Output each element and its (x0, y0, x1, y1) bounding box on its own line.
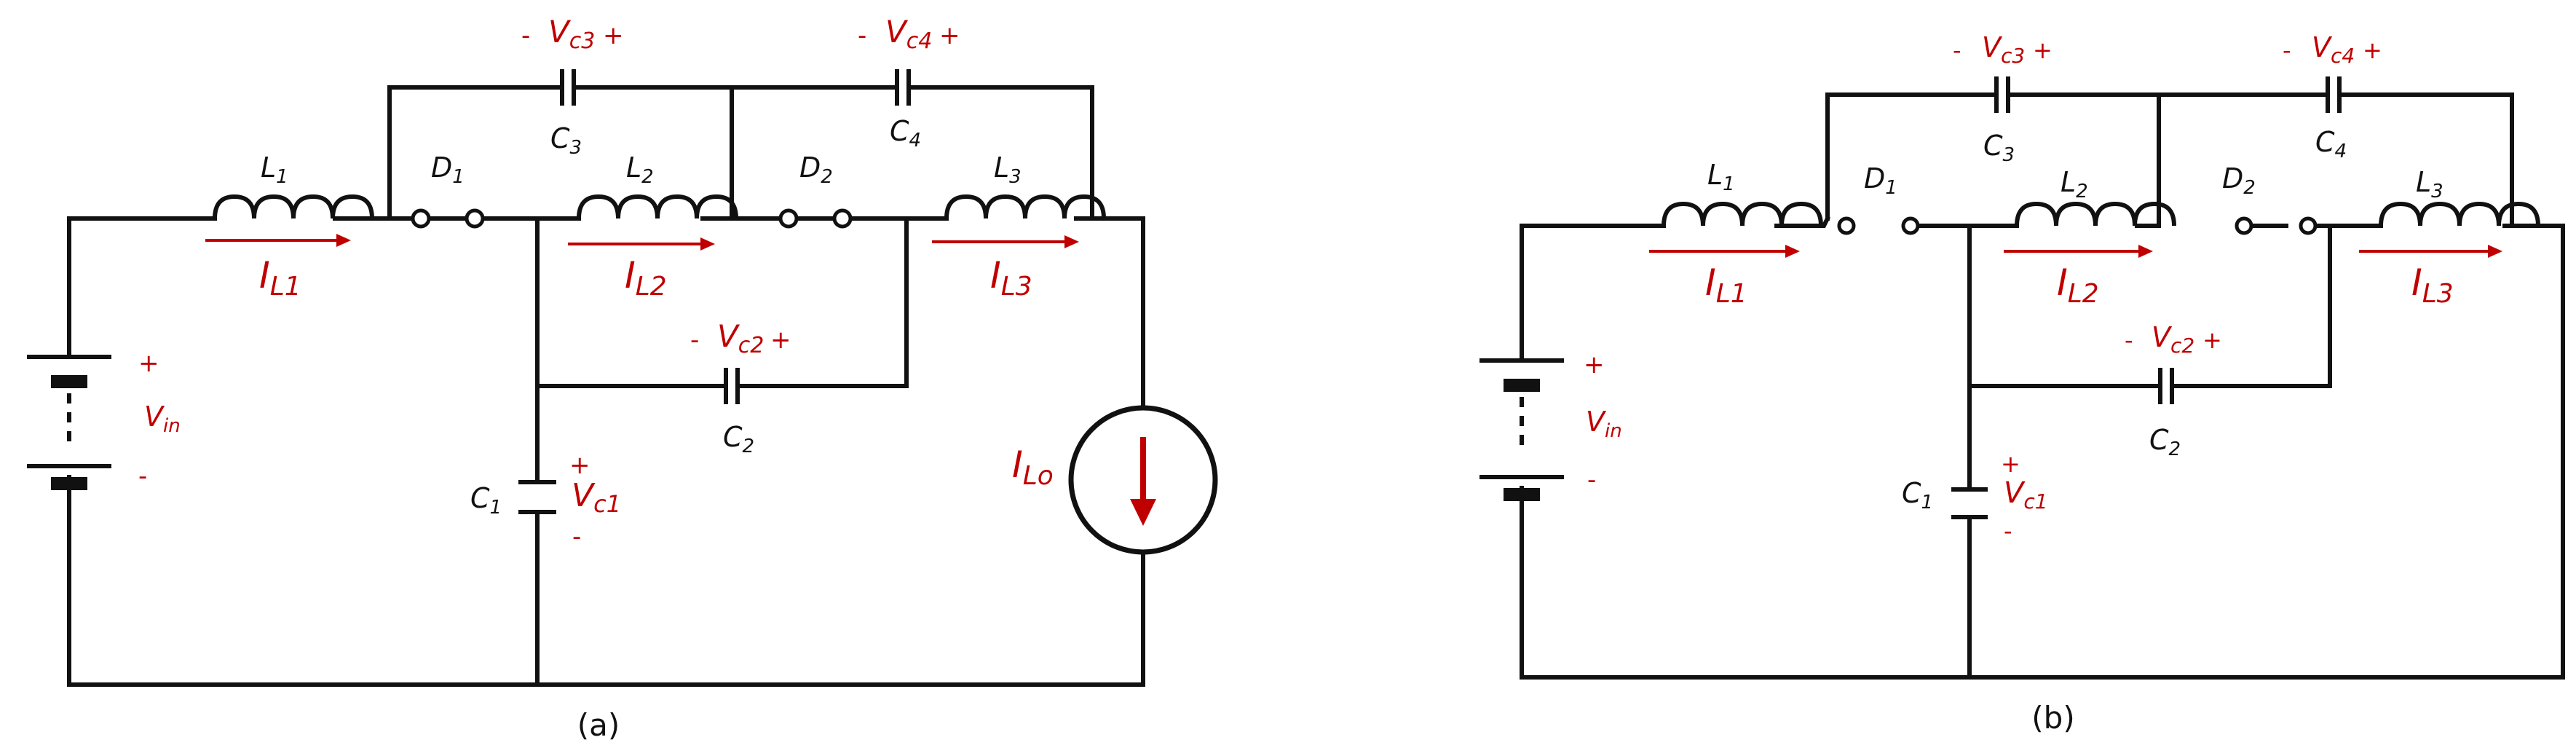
panel-a-vc4-minus: - (858, 21, 866, 50)
panel-a-label-c2: C2 (723, 421, 754, 457)
panel-a-label-vc1: Vc1 (572, 477, 621, 518)
panel-a-label-l1: L1 (261, 151, 288, 188)
panel-b-label-vin: Vin (1586, 406, 1622, 442)
panel-a-vc4-plus: + (939, 21, 960, 50)
panel-b-label-vc1: Vc1 (2004, 476, 2048, 513)
panel-a-diode-d1 (411, 208, 485, 229)
panel-b-inductor-l3 (2379, 201, 2540, 227)
panel-a-label-l3: L3 (994, 151, 1022, 188)
panel-b-vc3-plus: + (2033, 36, 2052, 64)
panel-a-inductor-l3 (944, 194, 1106, 219)
panel-a-caption: (a) (577, 707, 620, 743)
panel-b-inductor-l1 (1662, 201, 1823, 227)
panel-b-capacitor-c1 (1951, 487, 1988, 519)
panel-a-capacitor-c2 (724, 368, 740, 404)
panel-a-label-vc2: Vc2 (717, 318, 764, 358)
panel-b-circuit: L1 L2 L3 D1 D2 C3 C4 C2 C1 IL1 IL2 IL3 V… (1479, 31, 2565, 736)
panel-a-circuit: L1 L2 L3 D1 D2 C3 C4 C2 C1 IL1 IL2 IL3 I… (27, 14, 1218, 743)
panel-a-wires (67, 85, 1145, 687)
panel-a-capacitor-c4 (895, 69, 911, 106)
panel-b-capacitor-c2 (2158, 368, 2174, 404)
panel-a-capacitor-c1 (518, 480, 556, 514)
panel-a-vc3-plus: + (603, 21, 624, 50)
panel-b-battery-vin (1479, 358, 1564, 501)
panel-a-label-vc4: Vc4 (885, 14, 932, 54)
panel-a-current-source-ilo (1068, 405, 1218, 555)
panel-b-vc2-plus: + (2202, 326, 2222, 354)
panel-a-vc1-minus: - (572, 522, 581, 551)
panel-b-vc3-minus: - (1953, 36, 1961, 64)
panel-a-label-c4: C4 (890, 115, 921, 151)
panel-b-diode-d1 (1837, 216, 1920, 235)
panel-a-vc2-minus: - (690, 326, 699, 355)
panel-b-label-d2: D2 (2222, 162, 2256, 199)
panel-a-label-il1: IL1 (259, 254, 301, 302)
panel-b-label-l1: L1 (1707, 159, 1735, 195)
panel-b-label-c2: C2 (2149, 424, 2181, 460)
panel-b-label-vc3: Vc3 (1982, 31, 2025, 68)
panel-b-inductor-l2 (2015, 201, 2176, 227)
panel-b-label-d1: D1 (1864, 162, 1897, 199)
panel-b-label-vc2: Vc2 (2152, 321, 2194, 358)
panel-a-diode-d2 (778, 208, 853, 229)
panel-a-arrow-il2 (568, 237, 715, 251)
panel-b-capacitor-c4 (2326, 76, 2342, 113)
panel-a-inductor-l1 (213, 194, 374, 219)
panel-b-capacitor-c3 (1994, 76, 2010, 113)
panel-b-vc1-plus: + (2001, 450, 2020, 478)
panel-b-vc2-minus: - (2125, 326, 2133, 354)
panel-b-wires (1520, 92, 2565, 680)
panel-a-arrow-il1 (205, 234, 351, 247)
panel-b-label-l3: L3 (2416, 166, 2443, 202)
panel-a-arrow-il3 (932, 235, 1079, 248)
panel-b-label-il3: IL3 (2411, 261, 2454, 309)
panel-a-label-d1: D1 (431, 151, 465, 188)
panel-a-vin-minus: - (138, 462, 147, 491)
panel-a-vc1-plus: + (569, 451, 590, 480)
panel-a-label-il3: IL3 (990, 254, 1032, 302)
panel-a-vc2-plus: + (770, 326, 791, 355)
panel-b-caption: (b) (2031, 700, 2074, 736)
panel-b-vin-plus: + (1584, 350, 1605, 379)
panel-b-arrow-il3 (2359, 245, 2502, 258)
panel-a-label-d2: D2 (799, 151, 833, 188)
panel-b-vc4-minus: - (2283, 36, 2291, 64)
panel-a-label-ilo: ILo (1012, 444, 1054, 491)
panel-b-arrow-il1 (1649, 245, 1800, 258)
panel-b-label-il1: IL1 (1705, 261, 1747, 309)
panel-a-inductor-l2 (577, 194, 738, 219)
panel-b-label-c4: C4 (2315, 126, 2347, 162)
panel-a-label-vin: Vin (144, 401, 181, 437)
panel-b-vin-minus: - (1587, 465, 1596, 495)
panel-b-label-c3: C3 (1983, 130, 2015, 166)
panel-a-vc3-minus: - (521, 21, 530, 50)
panel-a-battery-vin (27, 355, 111, 490)
panel-b-vc1-minus: - (2004, 517, 2012, 545)
panel-b-label-l2: L2 (2061, 166, 2088, 202)
panel-b-label-vc4: Vc4 (2312, 31, 2355, 68)
panel-a-label-vc3: Vc3 (548, 14, 595, 54)
panel-a-vin-plus: + (138, 349, 159, 378)
panel-a-label-c3: C3 (550, 122, 582, 159)
panel-a-label-c1: C1 (470, 482, 502, 519)
panel-b-label-c1: C1 (1902, 477, 1933, 513)
panel-a-label-l2: L2 (626, 151, 654, 188)
panel-b-vc4-plus: + (2363, 36, 2382, 64)
panel-a-label-il2: IL2 (625, 254, 667, 302)
panel-b-arrow-il2 (2004, 245, 2153, 258)
panel-a-capacitor-c3 (560, 69, 576, 106)
panel-b-diode-d2 (2235, 216, 2318, 235)
panel-b-label-il2: IL2 (2057, 261, 2099, 309)
